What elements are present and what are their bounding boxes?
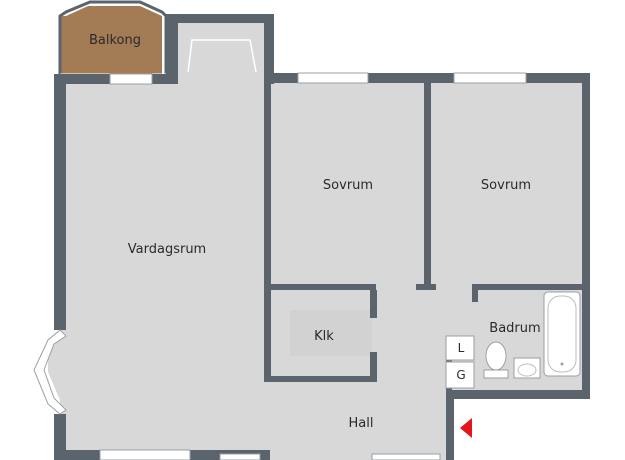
wall-kitchen-bottom (264, 376, 377, 382)
toilet-bowl (485, 341, 507, 371)
bathtub-drain (560, 362, 564, 366)
wall-bed-door-stub (416, 284, 436, 290)
wall-kitchen-right-bottom (370, 352, 377, 382)
floor-layer (48, 6, 582, 460)
balcony-floor (60, 6, 162, 74)
wall-kitchen-right-top (370, 290, 377, 318)
closet-wardrobe-label: G (456, 368, 465, 382)
balcony-label: Balkong (89, 33, 141, 48)
wall-bay-top (166, 14, 274, 23)
window-living-top (109, 73, 153, 85)
wall-bottom-1 (54, 450, 100, 460)
labels: Balkong Vardagsrum Sovrum Sovrum Klk Bad… (89, 33, 541, 431)
hall-lower-floor (378, 380, 452, 460)
fixtures (445, 291, 581, 389)
entrance-arrow-icon (460, 418, 472, 438)
window-bed1-top (297, 72, 369, 84)
window-bottom (99, 449, 191, 460)
closet-wardrobe (445, 361, 475, 389)
window-lower (219, 453, 261, 460)
wall-bed1-top-right (368, 73, 454, 83)
bay-floor (178, 22, 268, 82)
living-room-label: Vardagsrum (128, 242, 206, 257)
wall-bed1-bed2 (424, 78, 431, 290)
wall-kitchen-left (264, 290, 271, 382)
window-bed2-top (453, 72, 527, 84)
bedroom-1-floor (270, 78, 430, 290)
bathtub-inner (547, 295, 577, 373)
wall-living-top-right (152, 74, 178, 84)
closet-linen-label: L (458, 341, 465, 355)
wall-bay-left (166, 14, 178, 84)
toilet-tank (483, 369, 509, 379)
bedroom-2-label: Sovrum (481, 178, 531, 193)
wall-bed1-bottom (264, 284, 376, 290)
window-layer (33, 72, 527, 460)
wall-living-left-top (54, 78, 66, 330)
bay-window (33, 329, 67, 415)
closet-linen (445, 335, 475, 361)
hall-label: Hall (349, 416, 374, 431)
bedroom-1-label: Sovrum (323, 178, 373, 193)
wall-living-top-left (54, 74, 110, 84)
window-hall-bottom (371, 453, 441, 460)
living-room-floor (48, 78, 270, 460)
wall-bath-stub (472, 290, 478, 302)
bedroom-2-floor (430, 78, 582, 290)
wall-bed2-top-right (526, 73, 590, 83)
wall-right (582, 73, 590, 399)
sink-basin (517, 363, 537, 377)
wall-bay-right (264, 14, 274, 84)
kitchen-niche (290, 310, 372, 356)
wall-living-left-bottom (54, 414, 66, 460)
bathroom-label: Badrum (489, 321, 540, 336)
wall-hall-right (446, 398, 454, 460)
wall-bed1-top-left (264, 73, 298, 83)
wall-bath-bottom (452, 390, 590, 399)
balcony-rail (58, 0, 168, 74)
bay-outline (187, 39, 257, 73)
wall-living-bed1 (264, 78, 271, 290)
wall-bed2-bottom (472, 284, 590, 290)
kitchen-label: Klk (314, 329, 334, 344)
